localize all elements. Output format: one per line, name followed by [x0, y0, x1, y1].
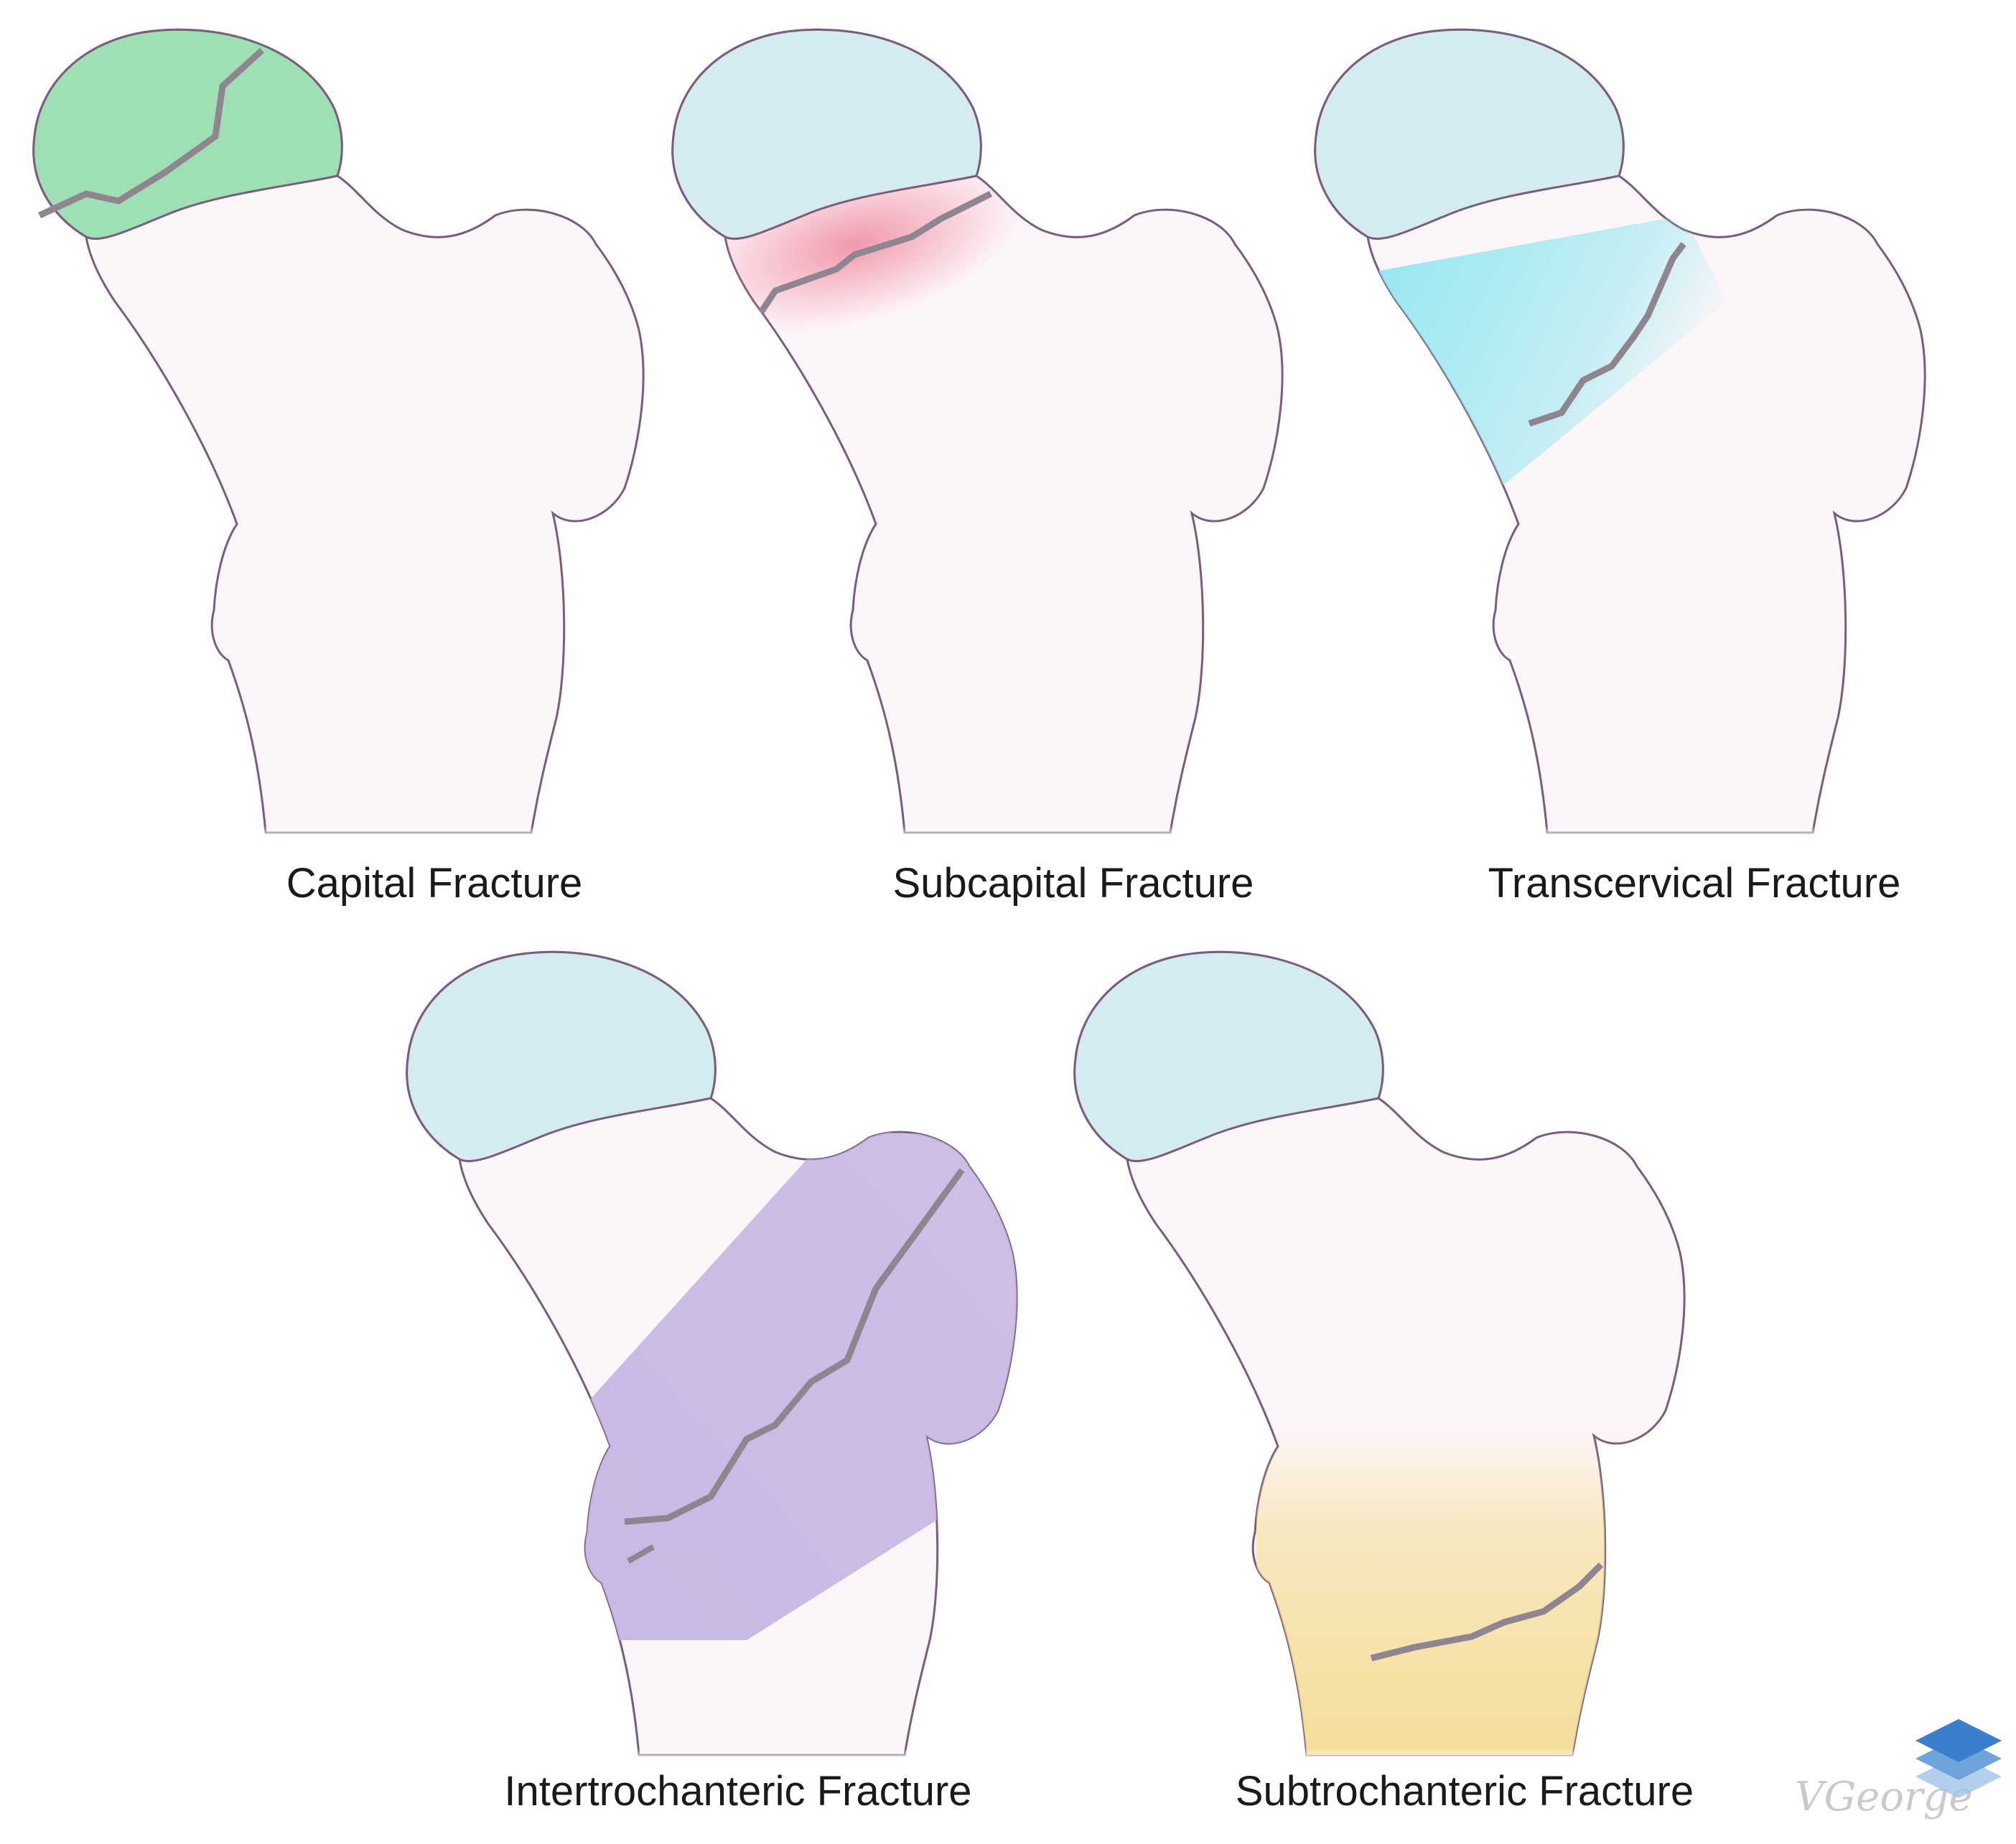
- panel-subtrochanteric: [1073, 950, 1686, 1762]
- fracture-line-secondary: [627, 1544, 655, 1564]
- shaft-fade: [1292, 1669, 1594, 1762]
- panel-intertrochanteric: [406, 950, 1018, 1762]
- logo-icon: [1915, 1719, 2002, 1798]
- panel-subcapital: [671, 28, 1284, 840]
- label-subtrochanteric: Subtrochanteric Fracture: [1236, 1768, 1694, 1815]
- fracture-line: [624, 1168, 965, 1525]
- label-transcervical: Transcervical Fracture: [1488, 860, 1901, 907]
- fracture-line: [1370, 1562, 1604, 1662]
- panel-transcervical: [1314, 28, 1926, 840]
- panel-capital: [32, 28, 645, 840]
- label-subcapital: Subcapital Fracture: [893, 860, 1254, 907]
- shaft-fade: [625, 1669, 926, 1762]
- shaft-fade: [251, 747, 553, 840]
- fracture-line: [758, 190, 993, 314]
- fracture-line: [1528, 242, 1686, 427]
- shaft-fade: [1533, 747, 1834, 840]
- label-capital: Capital Fracture: [286, 860, 583, 907]
- fracture-line: [38, 47, 265, 219]
- label-intertrochanteric: Intertrochanteric Fracture: [504, 1768, 971, 1815]
- shaft-fade: [890, 747, 1192, 840]
